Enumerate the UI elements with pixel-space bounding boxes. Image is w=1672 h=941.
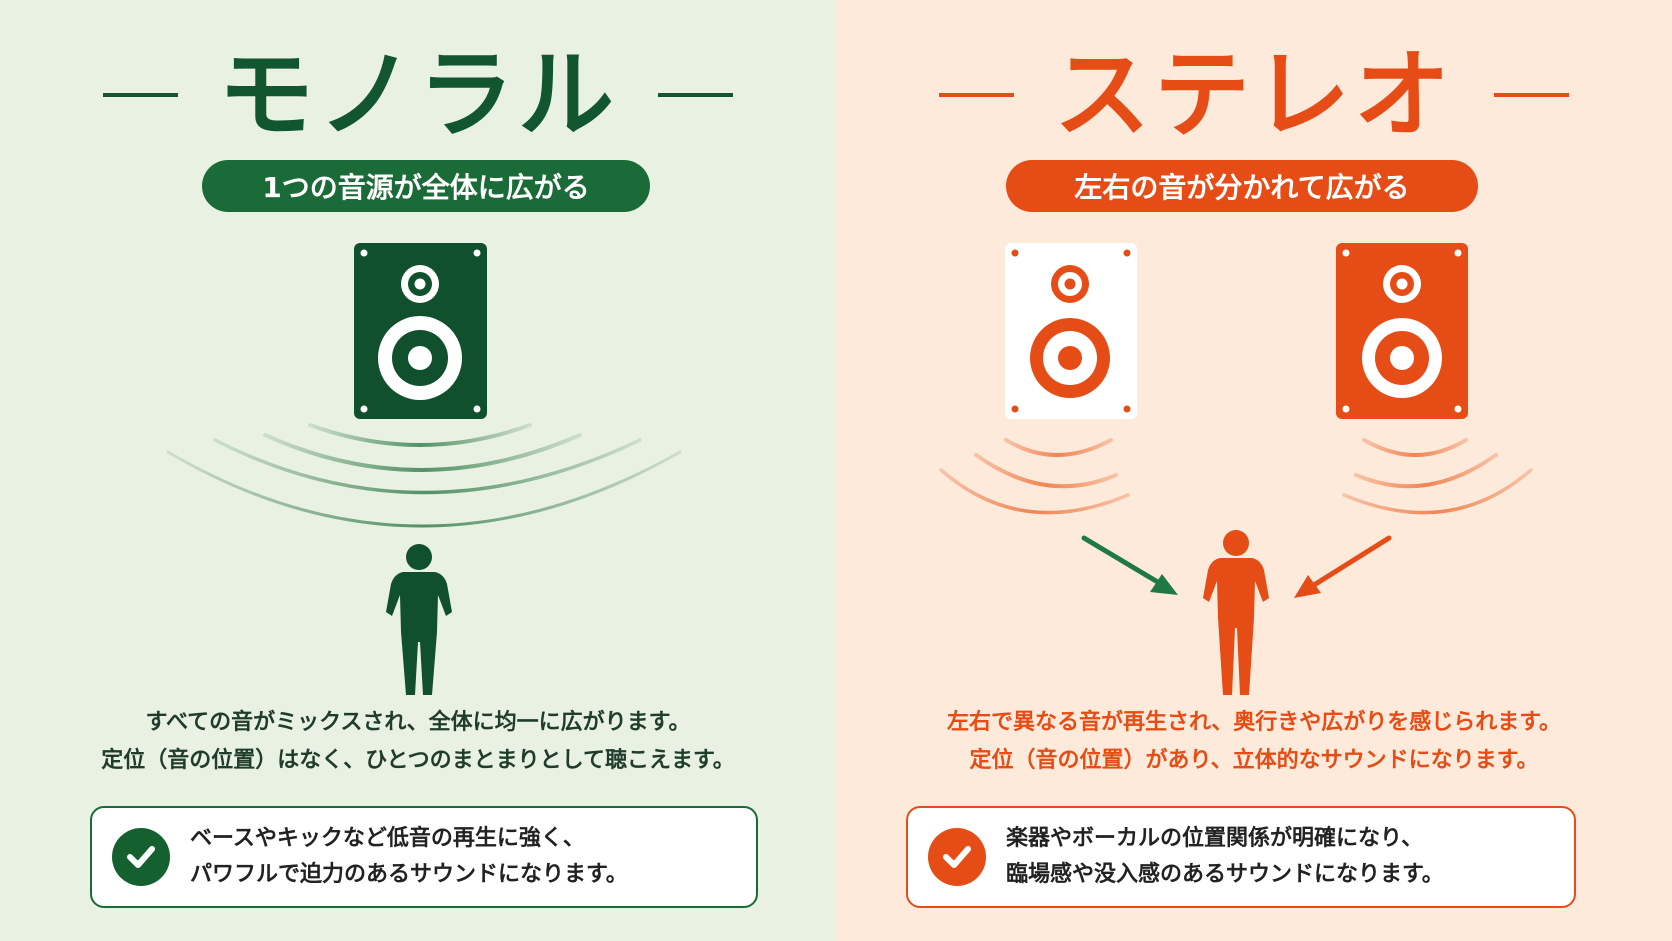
mono-panel: モノラル 1つの音源が全体に広がる bbox=[0, 0, 836, 941]
stereo-box-line1: 楽器やボーカルの位置関係が明確になり、 bbox=[1006, 826, 1424, 851]
stereo-box-line2: 臨場感や没入感のあるサウンドになります。 bbox=[1006, 862, 1444, 887]
speaker-icon-left bbox=[1005, 243, 1137, 419]
stereo-feature-box: 楽器やボーカルの位置関係が明確になり、 臨場感や没入感のあるサウンドになります。 bbox=[906, 806, 1576, 908]
mono-desc-line2: 定位（音の位置）はなく、ひとつのまとまりとして聴こえます。 bbox=[101, 748, 735, 773]
mono-box-line2: パワフルで迫力のあるサウンドになります。 bbox=[190, 862, 628, 887]
stereo-feature-text: 楽器やボーカルの位置関係が明確になり、 臨場感や没入感のあるサウンドになります。 bbox=[1006, 821, 1444, 893]
mono-feature-box: ベースやキックなど低音の再生に強く、 パワフルで迫力のあるサウンドになります。 bbox=[90, 806, 758, 908]
stereo-panel: ステレオ 左右の音が分かれて広がる bbox=[836, 0, 1672, 941]
arrow-icon-left bbox=[1081, 535, 1178, 595]
mono-feature-text: ベースやキックなど低音の再生に強く、 パワフルで迫力のあるサウンドになります。 bbox=[190, 821, 628, 893]
person-icon bbox=[386, 544, 452, 695]
stereo-description: 左右で異なる音が再生され、奥行きや広がりを感じられます。 定位（音の位置）があり… bbox=[836, 704, 1672, 780]
sound-wave-icon-right bbox=[1342, 438, 1533, 515]
mono-illustration bbox=[166, 243, 682, 695]
mono-box-line1: ベースやキックなど低音の再生に強く、 bbox=[190, 826, 585, 851]
title-rule-right bbox=[1494, 93, 1569, 97]
mono-title-row: モノラル bbox=[0, 40, 836, 150]
title-rule-right bbox=[658, 93, 733, 97]
speaker-icon bbox=[354, 243, 487, 419]
person-icon bbox=[1203, 530, 1269, 695]
sound-wave-icon-left bbox=[939, 438, 1130, 515]
mono-desc-line1: すべての音がミックスされ、全体に均一に広がります。 bbox=[145, 710, 691, 735]
mono-description: すべての音がミックスされ、全体に均一に広がります。 定位（音の位置）はなく、ひと… bbox=[0, 704, 836, 780]
stereo-title-row: ステレオ bbox=[836, 40, 1672, 150]
stereo-subtitle-pill: 左右の音が分かれて広がる bbox=[1006, 160, 1478, 212]
check-icon bbox=[112, 828, 170, 886]
sound-wave-icon bbox=[166, 423, 682, 528]
title-rule-left bbox=[939, 93, 1014, 97]
speaker-icon-right bbox=[1336, 243, 1468, 419]
check-icon bbox=[928, 828, 986, 886]
stereo-title: ステレオ bbox=[1054, 39, 1454, 151]
stereo-desc-line1: 左右で異なる音が再生され、奥行きや広がりを感じられます。 bbox=[946, 710, 1562, 735]
title-rule-left bbox=[103, 93, 178, 97]
stereo-illustration bbox=[939, 243, 1533, 695]
stereo-desc-line2: 定位（音の位置）があり、立体的なサウンドになります。 bbox=[969, 748, 1539, 773]
arrow-icon-right bbox=[1294, 535, 1392, 598]
mono-title: モノラル bbox=[218, 39, 618, 151]
mono-subtitle-pill: 1つの音源が全体に広がる bbox=[202, 160, 650, 212]
